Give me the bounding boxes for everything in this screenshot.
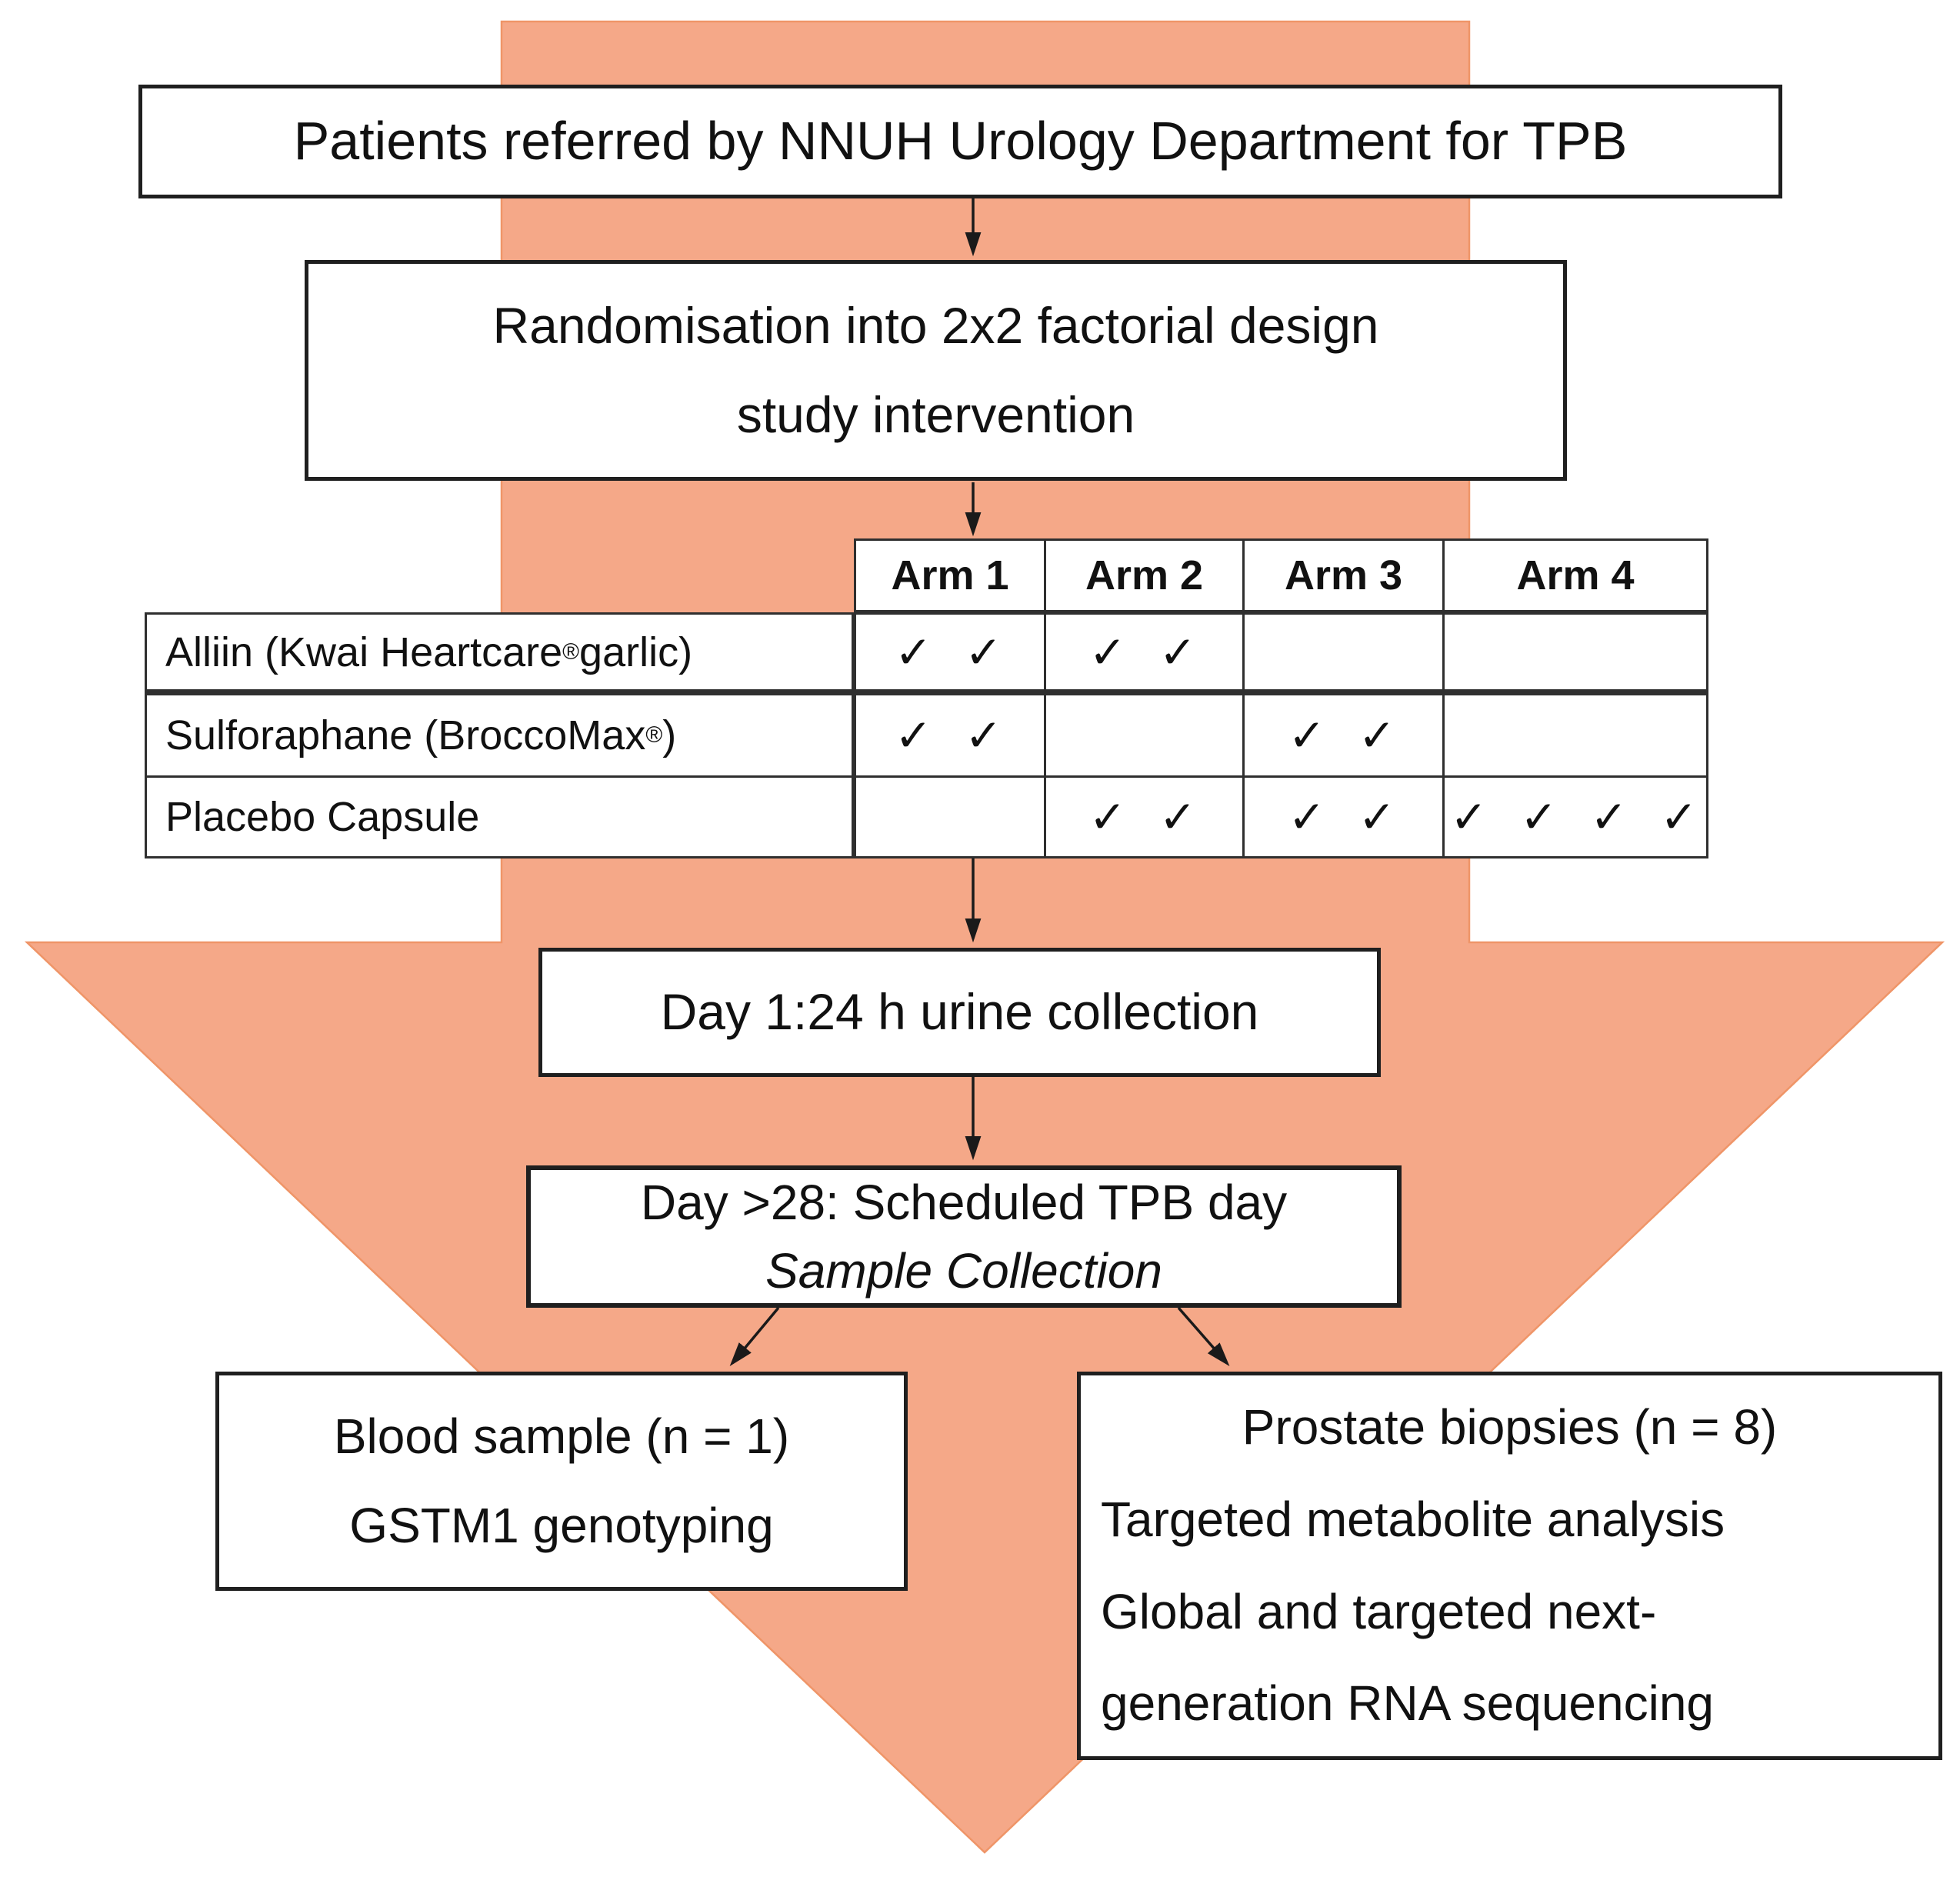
referral-box: Patients referred by NNUH Urology Depart… — [138, 85, 1782, 198]
connector-tpb-to-biopsy — [1177, 1306, 1230, 1366]
randomisation-box: Randomisation into 2x2 factorial design … — [305, 260, 1567, 481]
table-header-arm1: Arm 1 — [854, 538, 1046, 612]
row-label-alliin: Alliin (Kwai Heartcare® garlic) — [145, 612, 854, 695]
check-cell-alliin-arm2: ✓ ✓ — [1044, 612, 1245, 695]
connector-tpb-to-blood — [729, 1306, 780, 1367]
tpb-day-box: Day >28: Scheduled TPB day Sample Collec… — [526, 1165, 1402, 1308]
check-cell-placebo-arm4: ✓ ✓ ✓ ✓ — [1442, 775, 1708, 858]
tpb-day-line2: Sample Collection — [765, 1242, 1162, 1299]
check-cell-alliin-arm3 — [1242, 612, 1445, 695]
check-cell-placebo-arm2: ✓ ✓ — [1044, 775, 1245, 858]
randomisation-line2: study intervention — [736, 385, 1135, 443]
arms-table: Arm 1 Arm 2 Arm 3 Arm 4 Alliin (Kwai Hea… — [145, 538, 1708, 858]
row-label-sulforaphane: Sulforaphane (BroccoMax®) — [145, 693, 854, 778]
biopsy-line1: Prostate biopsies (n = 8) — [1242, 1399, 1778, 1455]
biopsy-line2: Targeted metabolite analysis — [1101, 1491, 1725, 1547]
biopsy-line4: generation RNA sequencing — [1101, 1675, 1714, 1732]
table-header-arm2: Arm 2 — [1044, 538, 1245, 612]
prostate-biopsy-box: Prostate biopsies (n = 8) Targeted metab… — [1077, 1372, 1942, 1760]
check-cell-placebo-arm3: ✓ ✓ — [1242, 775, 1445, 858]
check-cell-alliin-arm1: ✓ ✓ — [854, 612, 1046, 695]
blood-sample-box: Blood sample (n = 1) GSTM1 genotyping — [215, 1372, 908, 1591]
check-cell-alliin-arm4 — [1442, 612, 1708, 695]
tpb-day-line1: Day >28: Scheduled TPB day — [640, 1175, 1288, 1231]
row-label-placebo: Placebo Capsule — [145, 775, 854, 858]
blood-sample-line1: Blood sample (n = 1) — [333, 1409, 790, 1465]
table-header-arm4: Arm 4 — [1442, 538, 1708, 612]
biopsy-line3: Global and targeted next- — [1101, 1583, 1657, 1639]
urine-collection-box: Day 1:24 h urine collection — [538, 948, 1381, 1077]
referral-text: Patients referred by NNUH Urology Depart… — [293, 111, 1628, 172]
check-cell-sulforaphane-arm4 — [1442, 693, 1708, 778]
check-cell-placebo-arm1 — [854, 775, 1046, 858]
randomisation-line1: Randomisation into 2x2 factorial design — [492, 297, 1379, 354]
check-cell-sulforaphane-arm2 — [1044, 693, 1245, 778]
urine-collection-text: Day 1:24 h urine collection — [660, 983, 1259, 1041]
check-cell-sulforaphane-arm1: ✓ ✓ — [854, 693, 1046, 778]
table-header-arm3: Arm 3 — [1242, 538, 1445, 612]
blood-sample-line2: GSTM1 genotyping — [349, 1497, 774, 1553]
check-cell-sulforaphane-arm3: ✓ ✓ — [1242, 693, 1445, 778]
